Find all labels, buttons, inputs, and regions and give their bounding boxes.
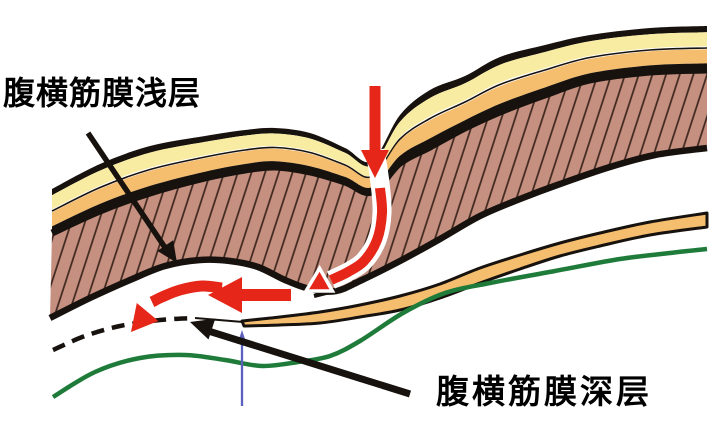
label-deep-transversalis-fascia: 腹横筋膜深层: [436, 372, 652, 411]
red-arrow-left: [242, 289, 291, 301]
label-superficial-transversalis-fascia: 腹横筋膜浅层: [3, 74, 202, 112]
red-curved-arrow-head: [302, 264, 336, 293]
red-curved-arrow: [328, 187, 388, 285]
red-arrow-down-head: [361, 150, 389, 178]
red-arrow-down: [369, 86, 381, 152]
green-line: [51, 246, 708, 399]
superficial-label-arrow: [85, 131, 171, 254]
transversalis-fascia-band: [240, 211, 709, 328]
fascia-extension-line: [194, 317, 244, 323]
dashed-fascia-line: [52, 315, 196, 353]
red-curled-arrow-head: [131, 303, 159, 332]
red-curled-arrow: [149, 280, 223, 307]
deep-label-arrow-head: [190, 318, 216, 340]
superficial-label-arrow-head: [157, 240, 177, 263]
red-arrow-left-head: [208, 277, 242, 313]
deep-label-arrow: [208, 328, 412, 398]
